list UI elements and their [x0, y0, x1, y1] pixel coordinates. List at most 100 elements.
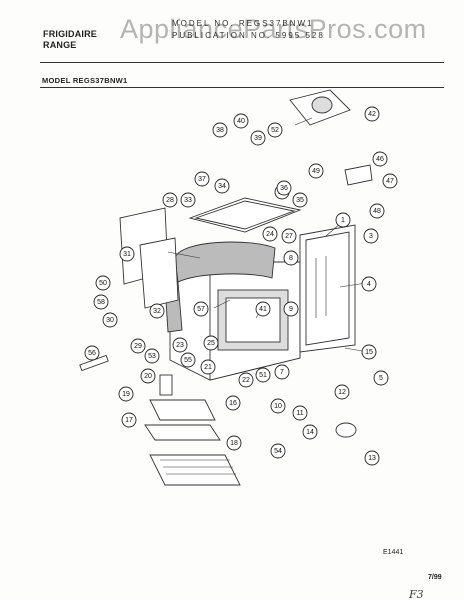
callout-label-22: 22	[242, 377, 250, 384]
callout-bubble-21	[200, 359, 216, 375]
callout-label-34: 34	[218, 183, 226, 190]
callout-label-23: 23	[176, 342, 184, 349]
callout-label-24: 24	[266, 231, 274, 238]
product-type: RANGE	[43, 40, 77, 50]
callout-bubble-27	[281, 228, 297, 244]
callout-bubble-16	[225, 395, 241, 411]
callout-label-11: 11	[296, 410, 303, 417]
callout-bubble-34	[214, 178, 230, 194]
callout-bubble-23	[172, 337, 188, 353]
oven-body	[169, 261, 301, 381]
callout-label-51: 51	[259, 372, 267, 379]
callout-label-38: 38	[216, 127, 224, 134]
callout-label-56: 56	[88, 350, 96, 357]
callout-bubble-10	[270, 398, 286, 414]
callout-label-16: 16	[229, 400, 237, 407]
callout-label-8: 8	[289, 255, 293, 262]
callout-label-4: 4	[367, 281, 371, 288]
callout-bubble-40	[233, 113, 249, 129]
callout-bubble-37	[194, 171, 210, 187]
callout-bubble-8	[283, 250, 299, 266]
callout-label-57: 57	[197, 306, 205, 313]
callout-bubble-29	[130, 338, 146, 354]
header-rule	[40, 62, 444, 63]
right-side-panel	[299, 224, 356, 353]
oven-racks	[144, 399, 241, 486]
callout-bubble-5	[373, 370, 389, 386]
small-parts	[79, 89, 373, 438]
callout-bubble-38	[212, 122, 228, 138]
callout-bubble-42	[364, 106, 380, 122]
callout-bubble-15	[361, 344, 377, 360]
callout-label-55: 55	[184, 357, 192, 364]
left-side-panel	[119, 207, 179, 309]
callout-bubble-41	[255, 301, 271, 317]
callout-label-25: 25	[207, 340, 215, 347]
callout-bubble-33	[180, 192, 196, 208]
callout-bubble-9	[283, 301, 299, 317]
callout-label-36: 36	[280, 185, 288, 192]
handwritten-mark: F3	[409, 588, 424, 601]
callout-label-17: 17	[125, 417, 133, 424]
callout-label-15: 15	[365, 349, 373, 356]
callout-bubble-31	[119, 246, 135, 262]
callout-label-33: 33	[184, 197, 192, 204]
callout-label-42: 42	[368, 111, 376, 118]
callout-label-19: 19	[122, 391, 130, 398]
model-publication-block: MODEL NO. REGS37BNW1 PUBLICATION NO. 599…	[172, 18, 325, 42]
callout-bubble-49	[308, 163, 324, 179]
callout-label-14: 14	[306, 429, 314, 436]
callout-label-40: 40	[237, 118, 245, 125]
callout-label-13: 13	[368, 455, 376, 462]
callout-label-12: 12	[338, 389, 346, 396]
callout-bubble-54	[270, 443, 286, 459]
callout-label-37: 37	[198, 176, 206, 183]
callout-bubble-3	[363, 228, 379, 244]
callout-bubble-11	[292, 405, 308, 421]
callout-bubble-39	[250, 130, 266, 146]
watermark-text: AppliancePartsPros.com	[120, 14, 427, 44]
callout-bubble-14	[302, 424, 318, 440]
callout-bubble-20	[140, 368, 156, 384]
callout-label-5: 5	[379, 375, 383, 382]
callout-label-53: 53	[148, 353, 156, 360]
callout-bubble-35	[292, 192, 308, 208]
publication-number: PUBLICATION NO. 5995 528	[172, 31, 325, 40]
callout-label-32: 32	[153, 308, 161, 315]
callout-label-29: 29	[134, 343, 142, 350]
callout-label-21: 21	[204, 364, 212, 371]
callout-bubble-19	[118, 386, 134, 402]
callout-bubble-48	[369, 203, 385, 219]
callout-label-20: 20	[144, 373, 152, 380]
callout-bubble-47	[382, 173, 398, 189]
callout-label-31: 31	[123, 251, 131, 258]
callout-label-41: 41	[259, 306, 267, 313]
callout-label-54: 54	[274, 448, 282, 455]
callout-bubble-12	[334, 384, 350, 400]
callout-label-1: 1	[341, 217, 345, 224]
callout-bubble-24	[262, 226, 278, 242]
callout-label-58: 58	[97, 299, 105, 306]
callout-bubble-7	[274, 364, 290, 380]
callout-bubble-36	[276, 180, 292, 196]
revision-date: 7/99	[428, 574, 442, 581]
callout-label-3: 3	[369, 233, 373, 240]
section-title: MODEL REGS37BNW1	[42, 76, 128, 85]
callout-label-39: 39	[254, 135, 262, 142]
callout-bubble-18	[226, 435, 242, 451]
callout-bubble-53	[144, 348, 160, 364]
callout-label-46: 46	[376, 156, 384, 163]
callout-bubble-52	[267, 122, 283, 138]
brand-block: FRIGIDAIRE RANGE	[43, 29, 97, 51]
callout-label-27: 27	[285, 233, 293, 240]
callout-bubble-22	[238, 372, 254, 388]
callout-bubble-1	[335, 212, 351, 228]
callout-bubble-55	[180, 352, 196, 368]
top-panel	[188, 197, 302, 233]
section-rule	[40, 87, 444, 88]
callout-label-48: 48	[373, 208, 381, 215]
brand-name: FRIGIDAIRE	[43, 29, 98, 39]
callout-bubble-56	[84, 345, 100, 361]
